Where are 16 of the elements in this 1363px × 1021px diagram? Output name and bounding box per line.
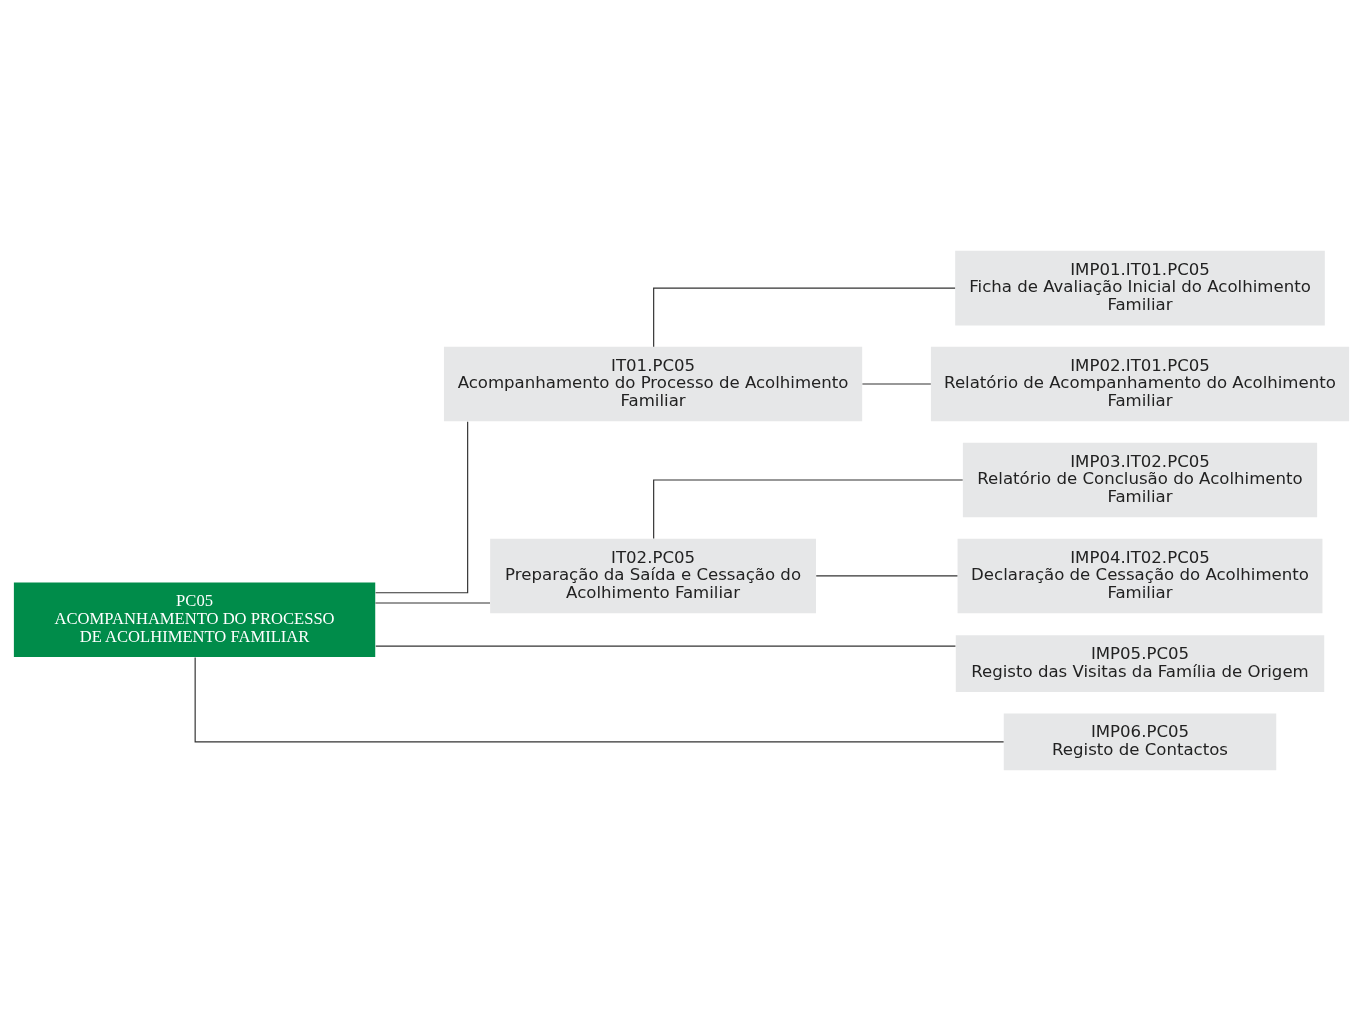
node-box: IT01.PC05 Acompanhamento do Processo de Acolhimento Familiar [443, 346, 863, 422]
connector [653, 287, 956, 348]
connector [815, 575, 958, 577]
node-box: IMP06.PC05 Registo de Contactos [1003, 713, 1277, 771]
connector [375, 645, 956, 647]
node-box: PC05 ACOMPANHAMENTO DO PROCESSO DE ACOLHIMENTO FAMILIAR [13, 582, 376, 658]
node-box: IMP05.PC05 Registo das Visitas da Família de Origem [955, 635, 1325, 693]
connector [375, 421, 469, 594]
node-box: IMP01.IT01.PC05 Ficha de Avaliação Inicial do Acolhimento Familiar [955, 250, 1325, 326]
node-box: IMP04.IT02.PC05 Declaração de Cessação do Acolhimento Familiar [957, 538, 1323, 614]
connector [653, 479, 964, 540]
node-box: IMP03.IT02.PC05 Relatório de Conclusão do Acolhimento Familiar [962, 442, 1318, 518]
connector [374, 602, 491, 604]
node-box: IT02.PC05 Preparação da Saída e Cessação do Acolhimento Familiar [490, 538, 816, 614]
node-box: IMP02.IT01.PC05 Relatório de Acompanhamento do Acolhimento Familiar [930, 346, 1350, 422]
connector [194, 656, 1005, 743]
